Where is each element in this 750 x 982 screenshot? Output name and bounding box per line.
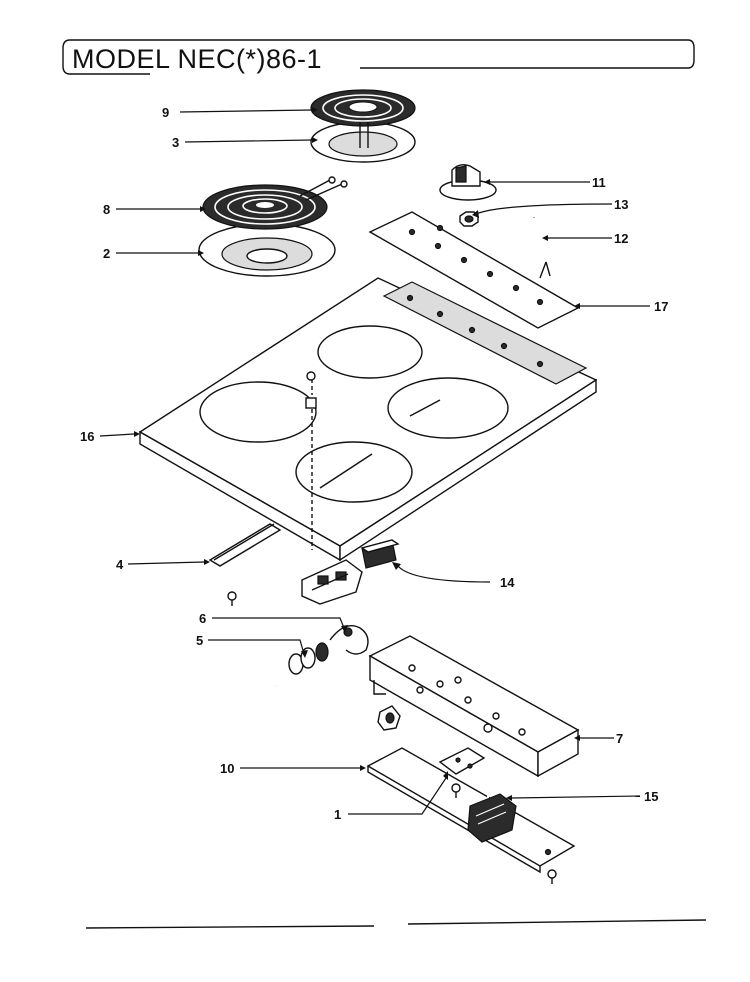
callout-14: 14 <box>500 575 515 590</box>
model-title: MODEL NEC(*)86-1 <box>72 44 322 74</box>
cooktop-main-top <box>138 277 598 562</box>
control-knob <box>439 163 497 201</box>
callout-13: 13 <box>614 197 628 212</box>
large-surface-element <box>198 176 348 277</box>
support-bracket <box>208 523 282 567</box>
callout-15: 15 <box>644 789 658 804</box>
title-banner: MODEL NEC(*)86-1 <box>62 39 695 75</box>
callout-3: 3 <box>172 135 179 150</box>
callout-labels: 9 3 8 2 11 13 12 17 16 4 14 6 5 7 10 15 … <box>80 105 668 822</box>
mounting-pin <box>533 217 551 279</box>
callout-1: 1 <box>334 807 341 822</box>
leader-lines <box>99 107 650 815</box>
wire-connector <box>329 625 369 655</box>
callout-17: 17 <box>654 299 668 314</box>
callout-16: 16 <box>80 429 94 444</box>
infinite-switch <box>467 780 517 843</box>
callout-4: 4 <box>116 557 124 572</box>
switch-housing <box>368 635 580 778</box>
callout-9: 9 <box>162 105 169 120</box>
callout-10: 10 <box>220 761 234 776</box>
wire-receptacle <box>273 642 332 689</box>
callout-11: 11 <box>592 175 606 190</box>
callout-7: 7 <box>616 731 623 746</box>
callout-8: 8 <box>103 202 110 217</box>
small-surface-element <box>310 89 416 163</box>
screw-bottom <box>547 869 557 884</box>
callout-12: 12 <box>614 231 628 246</box>
mounting-plate <box>438 747 486 775</box>
callout-6: 6 <box>199 611 206 626</box>
footer-rules <box>85 919 707 929</box>
screw-middle <box>451 783 461 798</box>
terminal-block <box>301 539 400 605</box>
callout-2: 2 <box>103 246 110 261</box>
screw-left <box>227 591 237 606</box>
callout-5: 5 <box>196 633 203 648</box>
